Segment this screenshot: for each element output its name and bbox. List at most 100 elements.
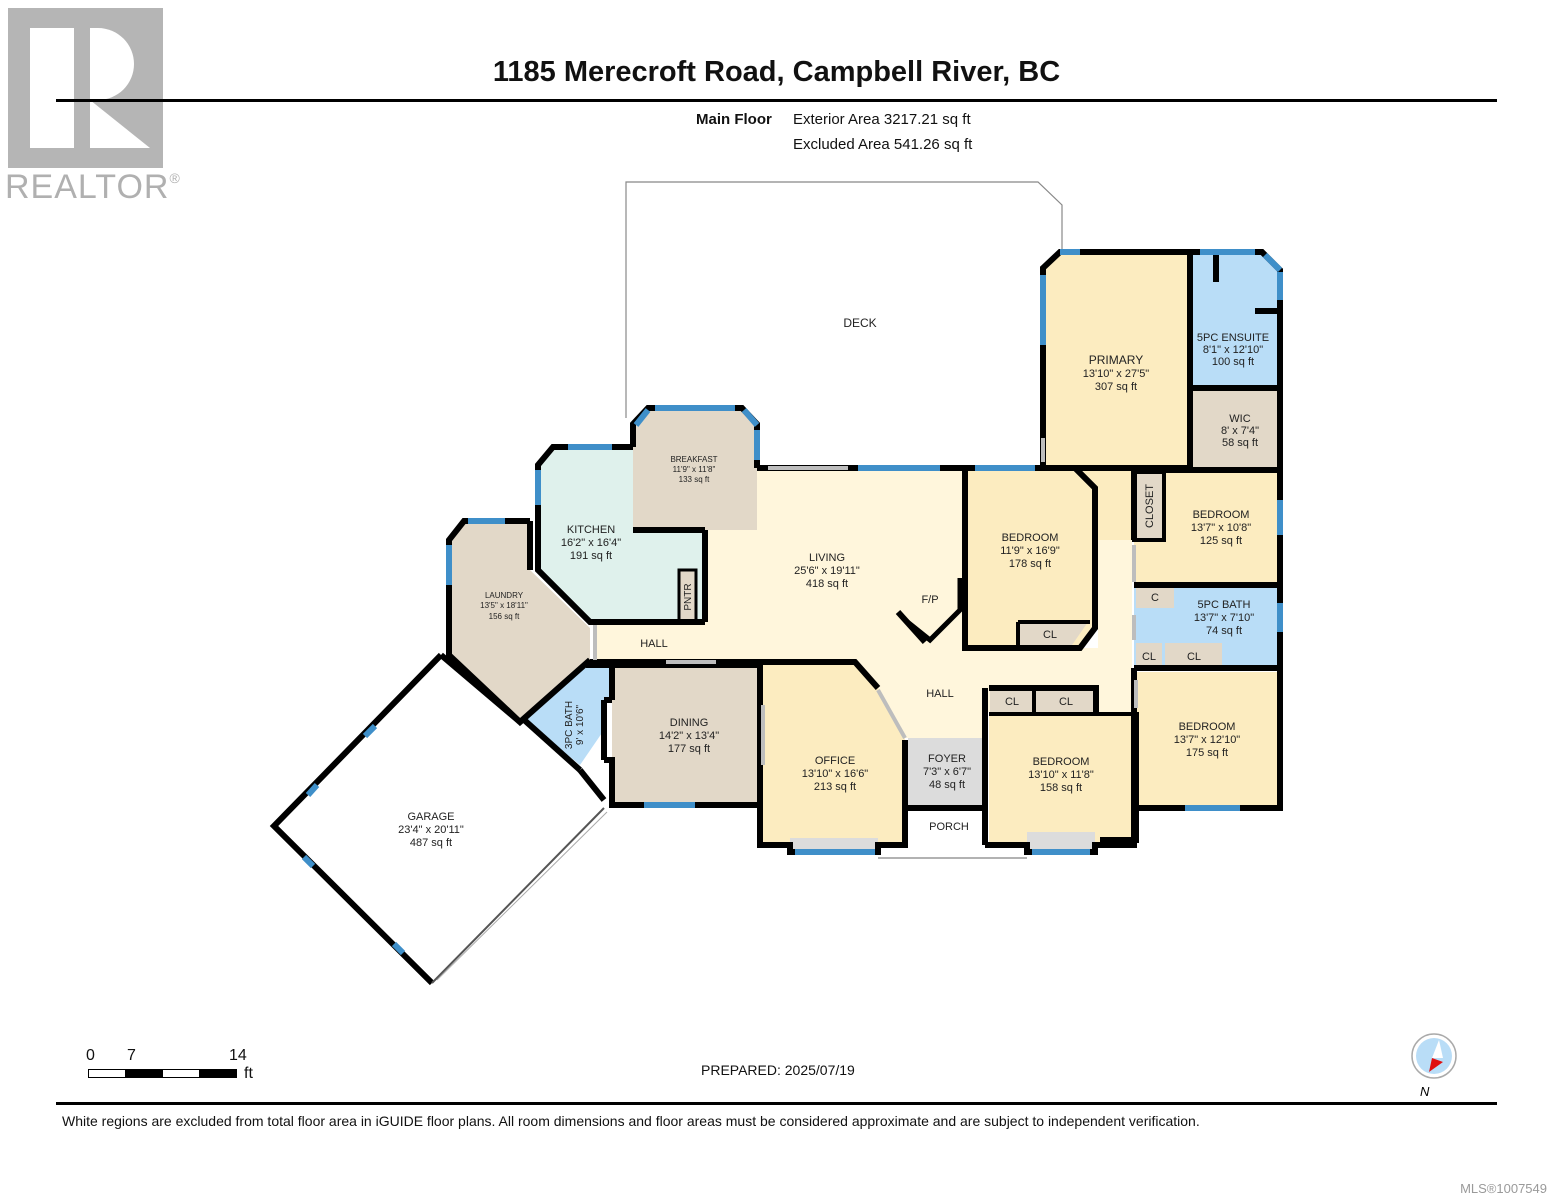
compass-label: N	[1420, 1084, 1430, 1099]
bay-window-floor	[1027, 832, 1095, 852]
bedroom-center-floor	[965, 468, 1095, 648]
dining-floor	[612, 665, 760, 805]
cl-floor	[990, 688, 1034, 714]
prepared-date: PREPARED: 2025/07/19	[701, 1062, 855, 1078]
dims-laundry: 13'5" x 18'11"	[480, 601, 528, 610]
page-title: 1185 Merecroft Road, Campbell River, BC	[492, 56, 1061, 88]
wic-floor	[1190, 388, 1280, 468]
floor-name: Main Floor	[696, 111, 772, 128]
garage-door-inner	[436, 811, 608, 981]
area-bedroom-se: 175 sq ft	[1186, 747, 1228, 759]
label-office: OFFICE	[815, 755, 855, 767]
label-closet: CLOSET	[1144, 484, 1156, 528]
area-bath5: 74 sq ft	[1206, 625, 1242, 637]
area-breakfast: 133 sq ft	[679, 475, 710, 484]
dims-dining: 14'2" x 13'4"	[659, 730, 719, 742]
dims-bath3: 9' x 10'6"	[575, 704, 586, 745]
ensuite-floor	[1190, 252, 1280, 388]
mls-number: MLS®1007549	[1460, 1181, 1547, 1196]
closet-floor	[1134, 470, 1164, 540]
label-dining: DINING	[670, 717, 709, 729]
area-dining: 177 sq ft	[668, 743, 710, 755]
area-wic: 58 sq ft	[1222, 437, 1258, 449]
kitchen-floor	[538, 447, 705, 622]
dims-kitchen: 16'2" x 16'4"	[561, 537, 621, 549]
label-cl: CL	[1059, 696, 1073, 708]
scale-segment	[125, 1069, 163, 1078]
label-deck: DECK	[843, 316, 876, 330]
garage-door	[431, 807, 605, 984]
cl-floor	[1018, 622, 1088, 645]
area-kitchen: 191 sq ft	[570, 550, 612, 562]
area-bedroom-s: 158 sq ft	[1040, 782, 1082, 794]
label-garage: GARAGE	[407, 811, 454, 823]
label-bedroom-s: BEDROOM	[1033, 756, 1090, 768]
scale-segment	[199, 1069, 237, 1078]
compass-icon: N	[1411, 1033, 1457, 1099]
label-bedroom-ne: BEDROOM	[1193, 509, 1250, 521]
area-ensuite: 100 sq ft	[1212, 356, 1254, 368]
area-living: 418 sq ft	[806, 578, 848, 590]
label-kitchen: KITCHEN	[567, 524, 615, 536]
dims-bedroom-se: 13'7" x 12'10"	[1174, 734, 1241, 746]
laundry-floor	[449, 521, 590, 722]
dims-ensuite: 8'1" x 12'10"	[1203, 344, 1263, 356]
label-hall-east: HALL	[926, 688, 954, 700]
label-fireplace: F/P	[921, 594, 938, 606]
label-bath3: 3PC BATH	[564, 701, 575, 749]
scale-tick-14: 14	[229, 1047, 247, 1064]
label-ensuite: 5PC ENSUITE	[1197, 332, 1269, 344]
dims-bedroom-s: 13'10" x 11'8"	[1028, 769, 1094, 781]
cl-floor	[1136, 643, 1162, 668]
doors	[593, 438, 1138, 765]
label-bath5-c: C	[1151, 592, 1159, 604]
label-cl: CL	[1043, 629, 1057, 641]
label-breakfast: BREAKFAST	[670, 455, 717, 464]
dims-bath5: 13'7" x 7'10"	[1194, 612, 1254, 624]
bedroom-se-floor	[1136, 672, 1280, 808]
header-rule	[56, 99, 1497, 102]
label-cl: CL	[1142, 651, 1156, 663]
dims-office: 13'10" x 16'6"	[802, 768, 869, 780]
office-floor	[762, 665, 905, 845]
label-laundry: LAUNDRY	[485, 591, 524, 600]
realtor-logo-text: REALTOR®	[5, 168, 181, 207]
dims-foyer: 7'3" x 6'7"	[923, 766, 971, 778]
room-labels: DECK PRIMARY 13'10" x 27'5" 307 sq ft 5P…	[398, 316, 1269, 849]
logo-word: REALTOR	[5, 168, 170, 206]
dims-breakfast: 11'9" x 11'8"	[673, 465, 716, 474]
dims-primary: 13'10" x 27'5"	[1083, 368, 1150, 380]
exterior-area: Exterior Area 3217.21 sq ft	[793, 111, 971, 128]
disclaimer: White regions are excluded from total fl…	[62, 1113, 1200, 1129]
area-primary: 307 sq ft	[1095, 381, 1137, 393]
label-cl: CL	[1005, 696, 1019, 708]
label-bedroom-center: BEDROOM	[1002, 532, 1059, 544]
label-bedroom-se: BEDROOM	[1179, 721, 1236, 733]
logo-r-stem	[30, 28, 74, 148]
dims-bedroom-ne: 13'7" x 10'8"	[1191, 522, 1251, 534]
label-pantry: PNTR	[683, 583, 694, 610]
label-porch: PORCH	[929, 821, 969, 833]
label-primary: PRIMARY	[1089, 353, 1143, 367]
area-foyer: 48 sq ft	[929, 779, 965, 791]
garage-floor	[274, 655, 604, 983]
area-garage: 487 sq ft	[410, 837, 452, 849]
scale-segment	[88, 1069, 126, 1078]
deck-outline	[625, 181, 1063, 418]
label-bath5: 5PC BATH	[1198, 599, 1251, 611]
windows	[301, 249, 1283, 956]
label-wic: WIC	[1229, 413, 1250, 425]
dims-garage: 23'4" x 20'11"	[398, 824, 464, 836]
scale-tick-7: 7	[127, 1047, 136, 1064]
label-living: LIVING	[809, 552, 845, 564]
breakfast-floor	[633, 408, 757, 530]
north-compass: N	[1406, 1032, 1466, 1107]
area-laundry: 156 sq ft	[489, 612, 520, 621]
bath5-c-floor	[1136, 588, 1174, 608]
logo-r-leg	[90, 100, 150, 148]
excluded-area: Excluded Area 541.26 sq ft	[793, 136, 973, 153]
bath3-floor	[522, 665, 612, 765]
label-foyer: FOYER	[928, 753, 966, 765]
bedroom-s-floor	[989, 714, 1134, 844]
